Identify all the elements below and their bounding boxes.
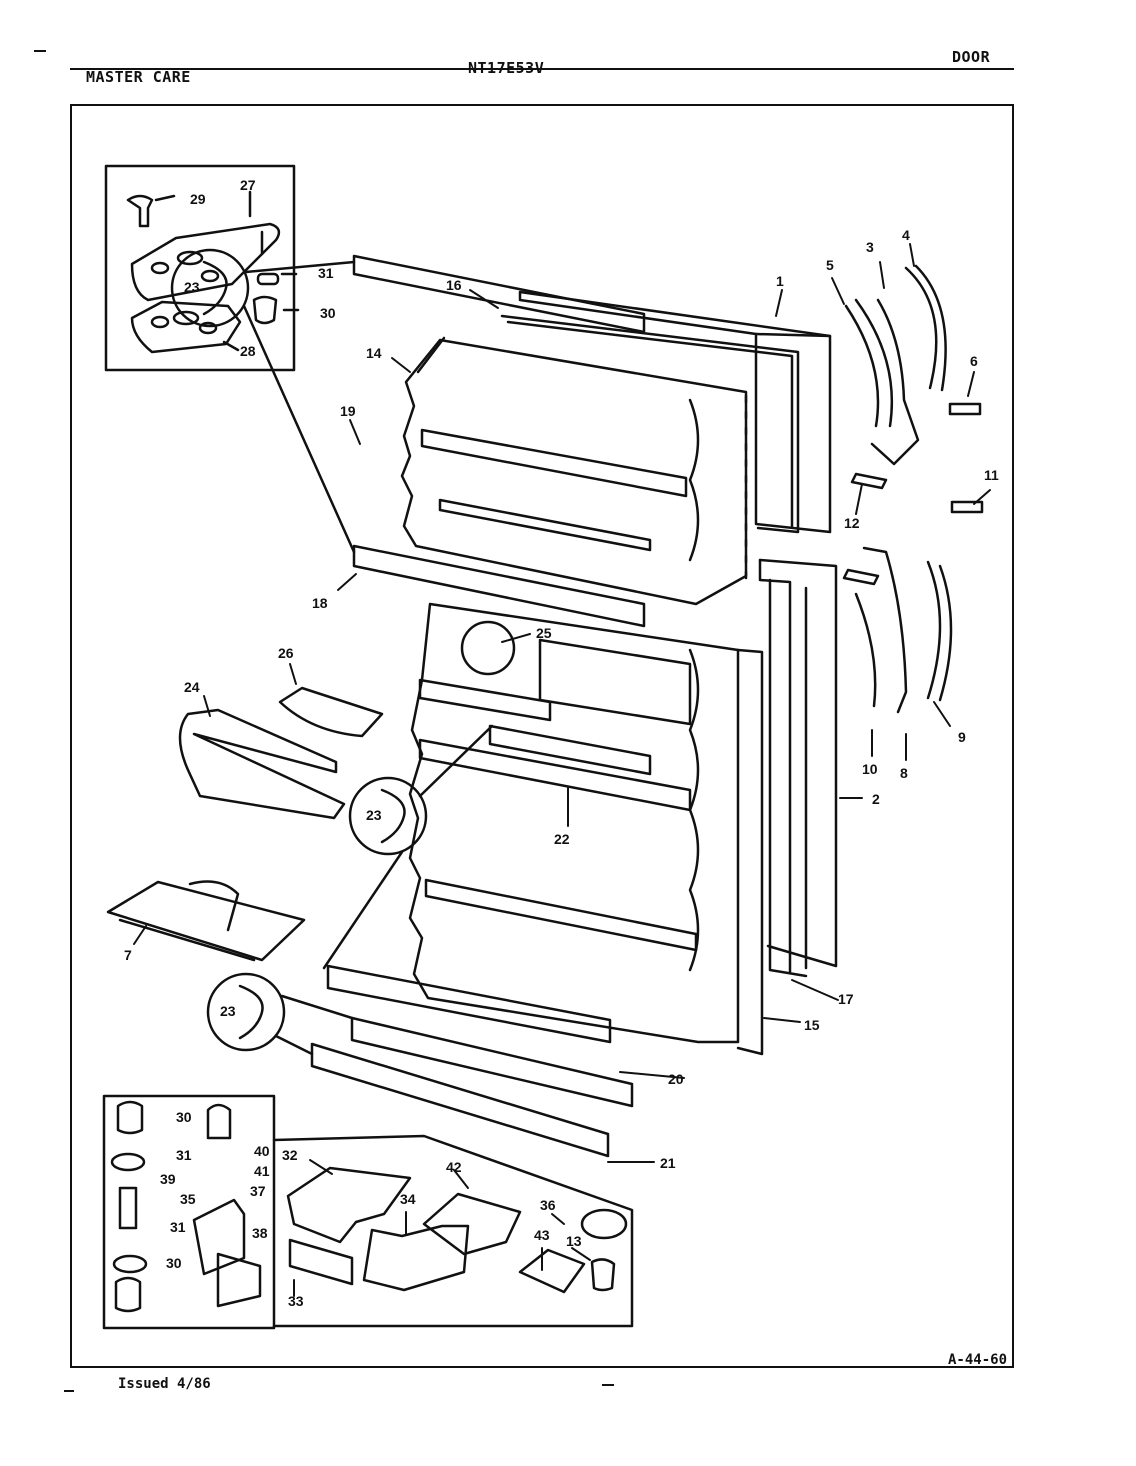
- callout-5: 5: [826, 257, 834, 273]
- callout-37: 37: [250, 1183, 266, 1199]
- inset-bottom-hinge: [102, 1094, 276, 1330]
- callout-10: 10: [862, 761, 878, 777]
- detail-23-a: [170, 248, 356, 554]
- callout-28: 28: [240, 343, 256, 359]
- callout-30a: 30: [320, 305, 336, 321]
- bottom-rail-upper: [326, 964, 612, 1044]
- callout-31c: 31: [170, 1219, 186, 1235]
- callout-41: 41: [254, 1163, 270, 1179]
- butter-bin: [178, 708, 346, 820]
- fresh-food-door-panel: [758, 558, 838, 978]
- callout-35: 35: [180, 1191, 196, 1207]
- callout-7: 7: [124, 947, 132, 963]
- ice-tray: [106, 880, 306, 962]
- inset-bottom-brackets: [272, 1134, 634, 1328]
- callout-24: 24: [184, 679, 200, 695]
- callout-23a: 23: [184, 279, 200, 295]
- callout-38: 38: [252, 1225, 268, 1241]
- callout-14: 14: [366, 345, 382, 361]
- callout-16: 16: [446, 277, 462, 293]
- hinge-shim-part: [130, 300, 242, 354]
- freezer-rail-lower: [352, 544, 646, 628]
- callout-27: 27: [240, 177, 256, 193]
- callout-15: 15: [804, 1017, 820, 1033]
- callout-23b: 23: [366, 807, 382, 823]
- door-shelf-rail: [488, 724, 652, 776]
- callout-12: 12: [844, 515, 860, 531]
- freezer-door-liner: [400, 336, 748, 606]
- callout-32: 32: [282, 1147, 298, 1163]
- issued-date: Issued 4/86: [118, 1376, 211, 1392]
- callout-26: 26: [278, 645, 294, 661]
- callout-22: 22: [554, 831, 570, 847]
- scan-mark: [34, 50, 46, 52]
- callout-8: 8: [900, 765, 908, 781]
- detail-23-c: [206, 972, 354, 1056]
- freezer-rail-upper: [352, 254, 646, 334]
- callout-3: 3: [866, 239, 874, 255]
- callout-29: 29: [190, 191, 206, 207]
- callout-36: 36: [540, 1197, 556, 1213]
- detail-23-b: [322, 724, 494, 970]
- butter-cover: [278, 686, 384, 738]
- bottom-rail-mid: [350, 1016, 634, 1108]
- freezer-door-panel: [500, 290, 832, 534]
- freezer-shelf: [420, 428, 688, 498]
- callout-1: 1: [776, 273, 784, 289]
- callout-30c: 30: [166, 1255, 182, 1271]
- callout-20: 20: [668, 1071, 684, 1087]
- scan-mark: [602, 1384, 614, 1386]
- hinge-pin-part: [126, 194, 154, 228]
- upper-bin: [538, 638, 692, 726]
- callout-13: 13: [566, 1233, 582, 1249]
- callout-2: 2: [872, 791, 880, 807]
- callout-30b: 30: [176, 1109, 192, 1125]
- callout-9: 9: [958, 729, 966, 745]
- brand-label: MASTER CARE: [86, 68, 191, 86]
- callout-43: 43: [534, 1227, 550, 1243]
- callout-39: 39: [160, 1171, 176, 1187]
- callout-6: 6: [970, 353, 978, 369]
- callout-21: 21: [660, 1155, 676, 1171]
- section-title: DOOR: [952, 48, 991, 66]
- drawing-frame: [70, 104, 1014, 1368]
- callout-42: 42: [446, 1159, 462, 1175]
- callout-19: 19: [340, 403, 356, 419]
- callout-31a: 31: [318, 265, 334, 281]
- callout-23c: 23: [220, 1003, 236, 1019]
- fresh-food-door-liner: [408, 602, 764, 1056]
- callout-4: 4: [902, 227, 910, 243]
- scan-mark: [64, 1390, 74, 1392]
- bushing-part: [252, 295, 278, 325]
- bottom-rail-lower: [310, 1042, 610, 1158]
- lower-shelf: [424, 878, 698, 952]
- callout-34: 34: [400, 1191, 416, 1207]
- hinge-parts-right: [842, 264, 984, 714]
- callout-18: 18: [312, 595, 328, 611]
- hinge-plate-part: [130, 222, 281, 302]
- callout-31b: 31: [176, 1147, 192, 1163]
- callout-17: 17: [838, 991, 854, 1007]
- callout-40: 40: [254, 1143, 270, 1159]
- callout-33: 33: [288, 1293, 304, 1309]
- callout-25: 25: [536, 625, 552, 641]
- callout-11: 11: [984, 467, 999, 483]
- diagram-code: A-44-60: [948, 1352, 1008, 1368]
- header-rule: [70, 68, 1014, 70]
- inset-top-hinge: [104, 164, 300, 372]
- detail-25: [460, 620, 516, 676]
